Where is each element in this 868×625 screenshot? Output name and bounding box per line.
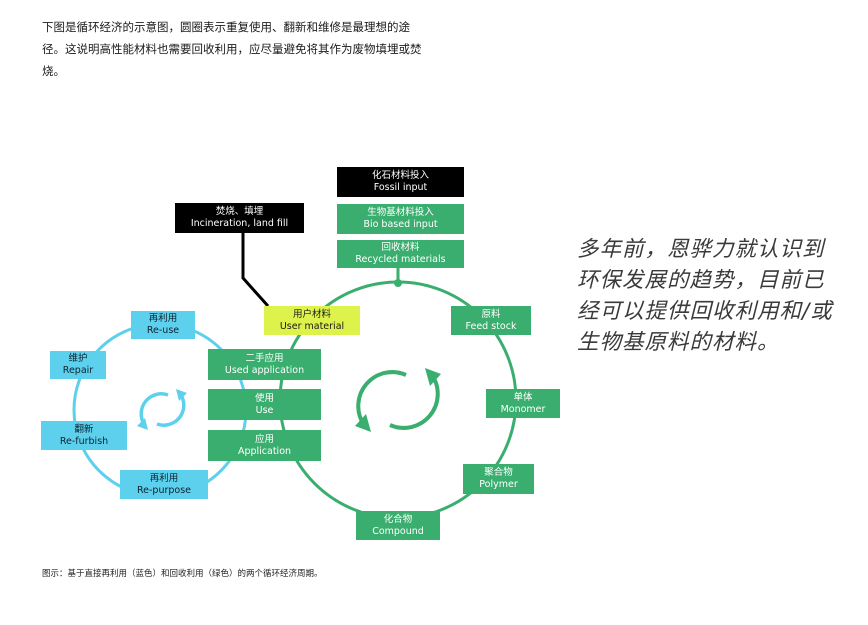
pull-quote: 多年前，恩骅力就认识到环保发展的趋势，目前已经可以提供回收利用和/或生物基原料的… <box>577 237 833 355</box>
intro-paragraph: 下图是循环经济的示意图，圆圈表示重复使用、翻新和维修是最理想的途径。这说明高性能… <box>42 20 422 78</box>
refurbish-box: 翻新 Re-furbish <box>41 421 127 450</box>
use-box: 使用 Use <box>208 389 321 420</box>
fossil-input-box: 化石材料投入 Fossil input <box>337 167 464 197</box>
bio-input-box: 生物基材料投入 Bio based input <box>337 204 464 234</box>
user-material-box: 用户材料 User material <box>264 306 360 335</box>
recycled-materials-box: 回收材料 Recycled materials <box>337 240 464 268</box>
polymer-box: 聚合物 Polymer <box>463 464 534 494</box>
reuse-box: 再利用 Re-use <box>131 311 195 339</box>
compound-box: 化合物 Compound <box>356 511 440 540</box>
application-box: 应用 Application <box>208 430 321 461</box>
repair-box: 维护 Repair <box>50 351 106 379</box>
monomer-box: 单体 Monomer <box>486 389 560 418</box>
landfill-line <box>241 232 270 307</box>
figure-caption: 图示：基于直接再利用（蓝色）和回收利用（绿色）的两个循环经济周期。 <box>42 569 323 579</box>
input-dot <box>394 279 402 287</box>
feed-stock-box: 原料 Feed stock <box>451 306 531 335</box>
green-cycle-arrows-icon <box>356 370 440 430</box>
repurpose-box: 再利用 Re-purpose <box>120 470 208 499</box>
blue-cycle-arrows-icon <box>139 392 186 427</box>
used-application-box: 二手应用 Used application <box>208 349 321 380</box>
incineration-box: 焚烧、填埋 Incineration, land fill <box>175 203 304 233</box>
